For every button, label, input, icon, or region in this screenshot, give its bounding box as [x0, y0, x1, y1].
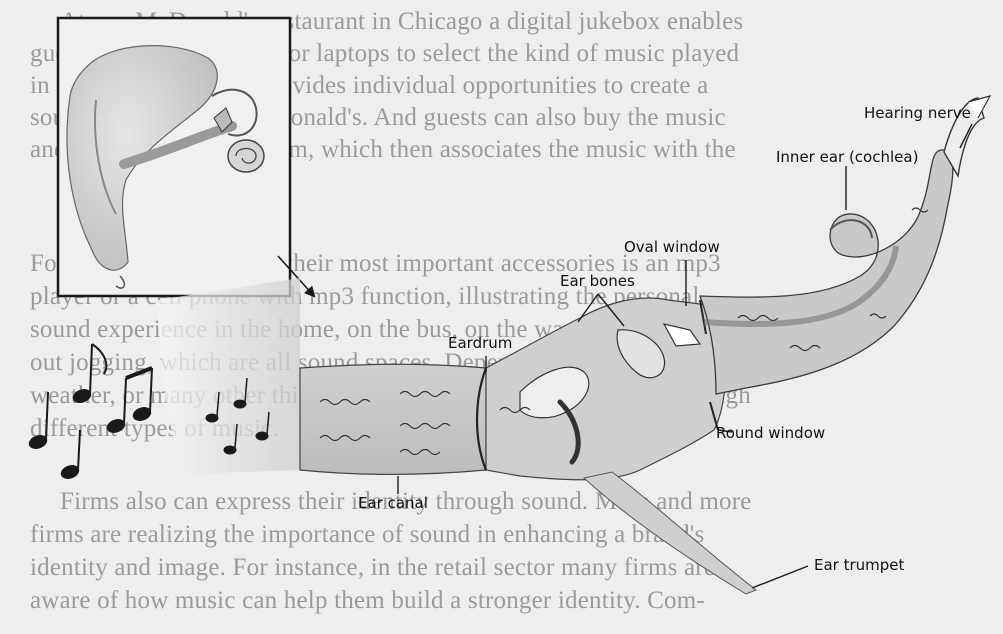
label-ear-bones: Ear bones	[560, 272, 635, 290]
label-hearing-nerve: Hearing nerve	[864, 104, 971, 122]
ear-canal-tube	[300, 364, 486, 474]
outer-ear-inset	[58, 18, 314, 296]
label-oval-window: Oval window	[624, 238, 720, 256]
middle-ear	[486, 298, 726, 480]
label-ear-trumpet: Ear trumpet	[814, 556, 904, 574]
label-eardrum: Eardrum	[448, 334, 512, 352]
ear-trumpet-funnel	[158, 278, 300, 474]
label-inner-ear: Inner ear (cochlea)	[776, 148, 918, 166]
cochlea	[700, 150, 953, 394]
ear-trumpet-tail	[584, 472, 756, 594]
label-round-window: Round window	[716, 424, 825, 442]
label-ear-canal: Ear canal	[358, 494, 428, 512]
